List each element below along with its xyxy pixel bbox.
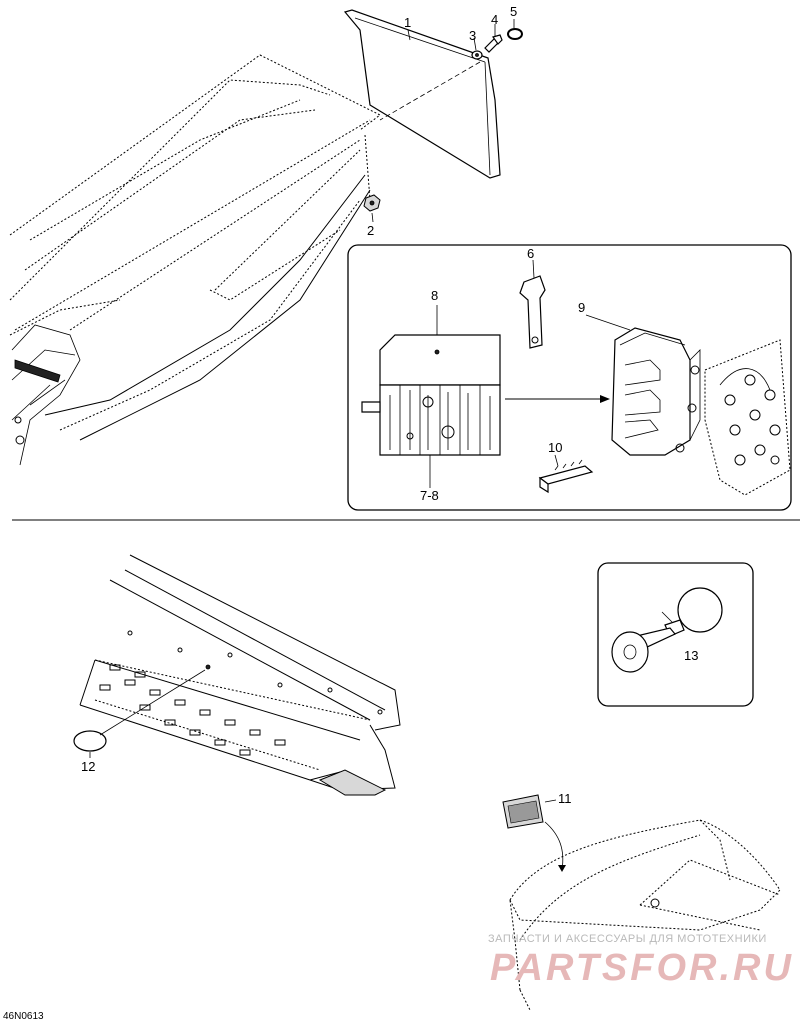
callout-7-8: 7-8 bbox=[420, 488, 439, 503]
o-ring-part bbox=[507, 28, 523, 40]
callout-6: 6 bbox=[527, 246, 534, 261]
callout-4: 4 bbox=[491, 12, 498, 27]
leader-flap bbox=[379, 61, 481, 121]
callout-11: 11 bbox=[558, 791, 572, 806]
callout-5: 5 bbox=[510, 4, 517, 19]
callout-10: 10 bbox=[548, 440, 562, 455]
tunnel-assembly bbox=[9, 54, 381, 466]
callout-2: 2 bbox=[367, 223, 374, 238]
wrench-part bbox=[519, 259, 546, 349]
callout-9: 9 bbox=[578, 300, 585, 315]
callout-leaders-top bbox=[371, 19, 515, 223]
hood-panel bbox=[509, 819, 781, 1011]
arrow-head bbox=[600, 395, 610, 403]
tool-bag-part bbox=[361, 334, 501, 456]
horn-part bbox=[611, 587, 723, 673]
tool-holder-part bbox=[585, 314, 791, 496]
callout-1: 1 bbox=[404, 15, 411, 30]
screw-part bbox=[484, 34, 503, 53]
callout-8: 8 bbox=[431, 288, 438, 303]
callout-labels: 1 2 3 4 5 6 7-8 8 9 10 11 12 13 bbox=[81, 4, 698, 806]
drawing-code: 46N0613 bbox=[3, 1011, 44, 1022]
callout-3: 3 bbox=[469, 28, 476, 43]
fuse-card-part bbox=[538, 454, 594, 494]
callout-13: 13 bbox=[684, 648, 698, 663]
plug-part bbox=[73, 669, 206, 758]
nut-part bbox=[363, 194, 381, 212]
watermark: ЗАПЧАСТИ И АКСЕССУАРЫ ДЛЯ МОТОТЕХНИКИ PA… bbox=[488, 933, 794, 989]
snow-flap-part bbox=[343, 9, 501, 179]
watermark-tagline: ЗАПЧАСТИ И АКСЕССУАРЫ ДЛЯ МОТОТЕХНИКИ bbox=[488, 933, 767, 945]
tunnel-underside bbox=[79, 554, 401, 796]
callout-12: 12 bbox=[81, 759, 95, 774]
reflector-part bbox=[502, 794, 566, 872]
washer-part bbox=[471, 50, 483, 60]
watermark-brand: PARTSFOR.RU bbox=[490, 947, 794, 989]
